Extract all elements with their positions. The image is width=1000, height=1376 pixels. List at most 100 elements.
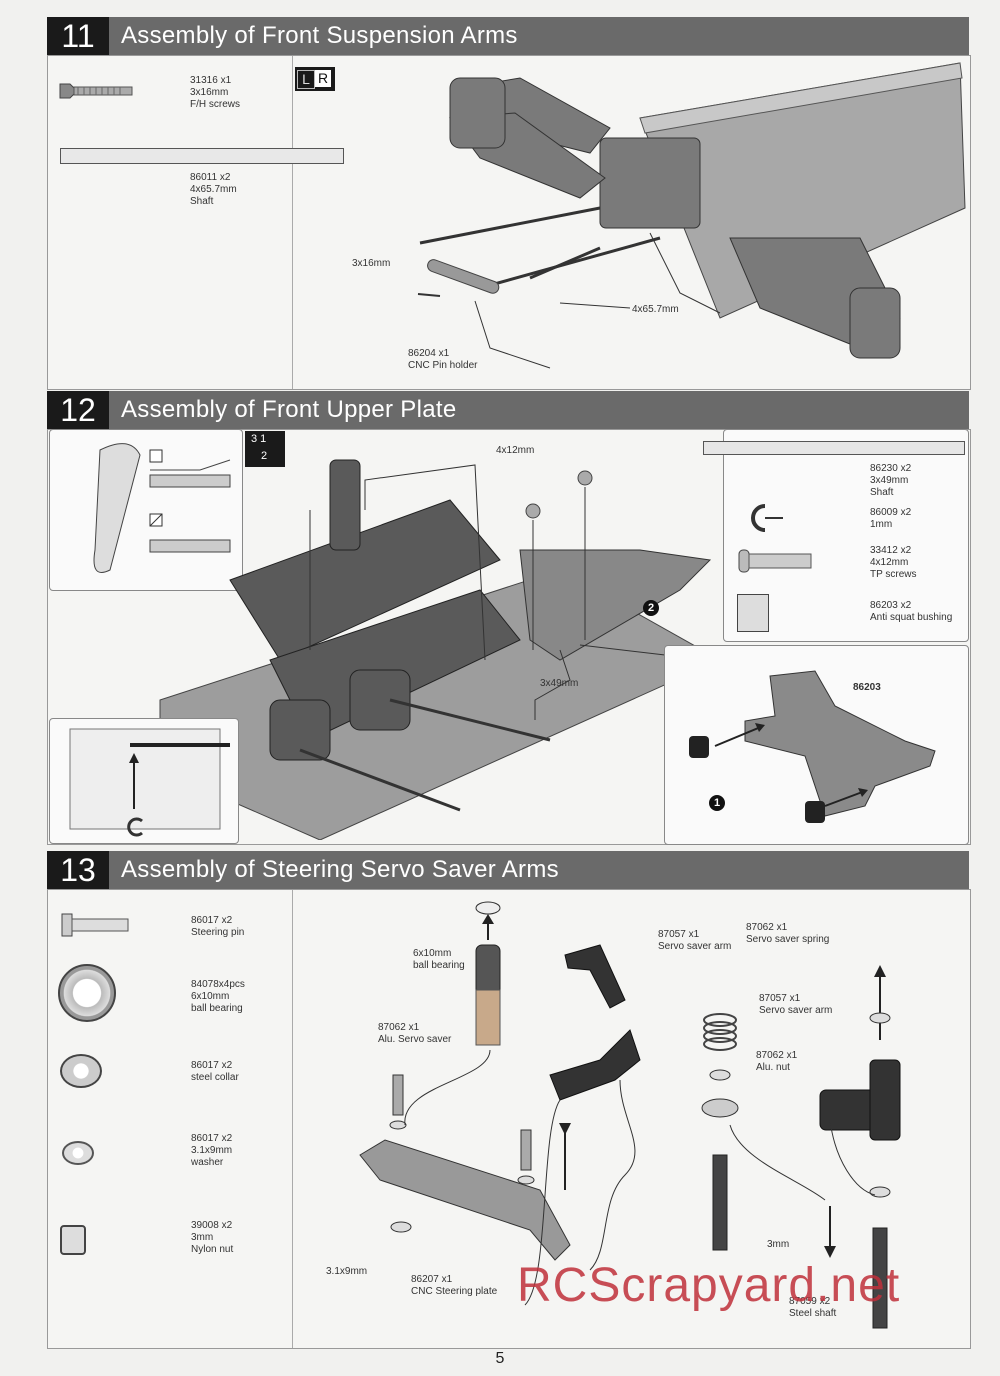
marker-2: 2 [643, 600, 659, 616]
part-code: 86203 x2 [870, 600, 912, 611]
part-name: Shaft [190, 196, 214, 207]
step-title: Assembly of Steering Servo Saver Arms [121, 856, 559, 883]
part-code: 86017 x2 [191, 1133, 233, 1144]
watermark: RCScrapyard.net [517, 1259, 901, 1312]
part-31316: 31316 x1 3x16mm F/H screws [190, 75, 240, 111]
nylon-nut-icon [60, 1225, 86, 1255]
part-size: steel collar [191, 1072, 239, 1083]
flat-head-screw-icon [58, 82, 138, 107]
part-code: 86009 x2 [870, 507, 912, 518]
part-size: 1mm [870, 519, 893, 530]
tp-screw-icon [737, 548, 817, 579]
step-title: Assembly of Front Upper Plate [121, 396, 457, 423]
part-86009: 86009 x2 1mm [870, 507, 911, 531]
part-86017-washer: 86017 x2 3.1x9mm washer [191, 1133, 232, 1169]
part-size: 6x10mm [413, 948, 452, 959]
marker-1: 1 [709, 795, 725, 811]
part-name: F/H screws [190, 99, 240, 110]
part-84078: 84078x4pcs 6x10mm ball bearing [191, 979, 245, 1015]
step-number: 12 [47, 391, 109, 429]
part-name: Servo saver arm [759, 1005, 833, 1016]
part-name: Shaft [870, 487, 894, 498]
part-86230: 86230 x2 3x49mm Shaft [870, 463, 911, 499]
parts-list [48, 56, 293, 389]
callout-ball-bearing: 6x10mm ball bearing [413, 948, 465, 972]
callout-screw-4x12: 4x12mm [496, 445, 535, 456]
callout-nut-3mm: 3mm [767, 1239, 790, 1250]
part-code: 87059 x2 [789, 1296, 831, 1307]
step-title: Assembly of Front Suspension Arms [121, 22, 518, 49]
part-size: 3.1x9mm [191, 1145, 233, 1156]
callout-washer: 3.1x9mm [326, 1266, 368, 1277]
page-number: 5 [495, 1350, 505, 1367]
part-code: 86204 x1 [408, 348, 450, 359]
orientation-inset [49, 429, 243, 591]
part-size: 4x65.7mm [190, 184, 237, 195]
part-size: Steering pin [191, 927, 245, 938]
part-code: 84078x4pcs [191, 979, 245, 990]
steel-collar-icon [60, 1054, 102, 1088]
bushing-icon [737, 594, 769, 632]
part-code: 87062 x1 [746, 922, 788, 933]
part-size: 3x49mm [870, 475, 909, 486]
bushing-detail-inset [664, 645, 969, 845]
part-name: CNC Steering plate [411, 1286, 498, 1297]
callout-shaft-3x49: 3x49mm [540, 678, 579, 689]
order-bottom: 2 [261, 450, 268, 462]
upper-plate-illustration [120, 440, 720, 840]
part-code: 86230 x2 [870, 463, 912, 474]
part-code: 31316 x1 [190, 75, 232, 86]
front-suspension-illustration [340, 58, 968, 388]
callout-screw-3x16: 3x16mm [352, 258, 391, 269]
callout-servo-saver-spring: 87062 x1 Servo saver spring [746, 922, 829, 946]
shaft-icon [703, 441, 965, 455]
part-code: 86017 x2 [191, 1060, 233, 1071]
part-name: Alu. nut [756, 1062, 790, 1073]
part-33412: 33412 x2 4x12mm TP screws [870, 545, 917, 581]
callout-steel-shaft: 87059 x2 Steel shaft [789, 1296, 836, 1320]
part-86017-pin: 86017 x2 Steering pin [191, 915, 244, 939]
callout-servo-saver-arm-1: 87057 x1 Servo saver arm [658, 929, 731, 953]
callout-shaft-4x65: 4x65.7mm [632, 304, 679, 315]
callout-steering-plate: 86207 x1 CNC Steering plate [411, 1274, 497, 1298]
part-name: Alu. Servo saver [378, 1034, 452, 1045]
callout-pin-holder: 86204 x1 CNC Pin holder [408, 348, 477, 372]
callout-alu-servo-saver: 87062 x1 Alu. Servo saver [378, 1022, 451, 1046]
part-86011: 86011 x2 4x65.7mm Shaft [190, 172, 237, 208]
left-right-indicator: L R [295, 67, 335, 91]
assembly-order-icon: 3 1 2 [245, 431, 285, 467]
part-size: 6x10mm [191, 991, 230, 1002]
part-code: 86207 x1 [411, 1274, 453, 1285]
servo-saver-illustration [300, 890, 968, 1347]
part-code: 33412 x2 [870, 545, 912, 556]
part-name: Steel shaft [789, 1308, 837, 1319]
step-number: 13 [47, 851, 109, 889]
callout-bushing-86203: 86203 [853, 682, 881, 693]
steering-pin-icon [60, 912, 132, 943]
part-name: Servo saver arm [658, 941, 732, 952]
part-code: 87062 x1 [378, 1022, 420, 1033]
clip-detail-inset [49, 718, 239, 844]
step-12-header: 12 Assembly of Front Upper Plate [47, 391, 969, 429]
part-name: TP screws [870, 569, 917, 580]
part-code: 87057 x1 [759, 993, 801, 1004]
part-name: ball bearing [413, 960, 465, 971]
part-code: 86017 x2 [191, 915, 233, 926]
parts-list [48, 890, 293, 1348]
part-name: Servo saver spring [746, 934, 830, 945]
part-name: Nylon nut [191, 1244, 234, 1255]
part-code: 39008 x2 [191, 1220, 233, 1231]
part-name: ball bearing [191, 1003, 243, 1014]
callout-alu-nut: 87062 x1 Alu. nut [756, 1050, 797, 1074]
right-label: R [315, 70, 331, 87]
part-86203: 86203 x2 Anti squat bushing [870, 600, 952, 624]
part-name: CNC Pin holder [408, 360, 478, 371]
order-top: 3 1 [251, 433, 267, 445]
washer-icon [62, 1141, 94, 1165]
step-13-panel [47, 889, 971, 1349]
left-label: L [297, 70, 315, 89]
part-size: Anti squat bushing [870, 612, 953, 623]
ball-bearing-icon [58, 964, 116, 1022]
step-number: 11 [47, 17, 109, 55]
part-code: 87057 x1 [658, 929, 700, 940]
